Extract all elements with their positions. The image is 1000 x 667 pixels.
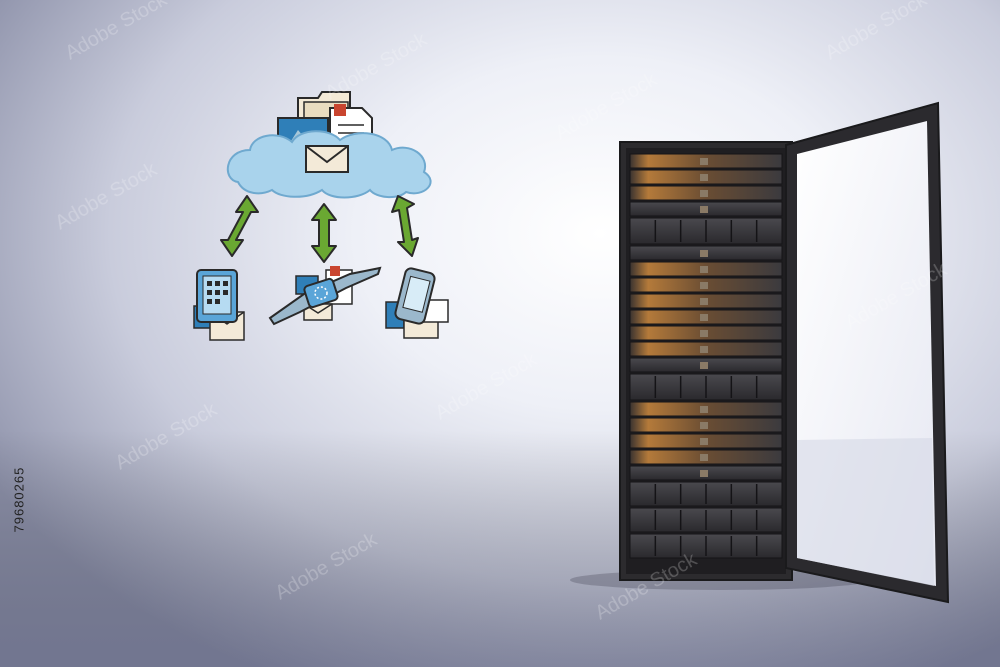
envelope-icon <box>305 145 349 173</box>
svg-text:Adobe Stock: Adobe Stock <box>62 0 172 64</box>
cloud-diagram <box>193 91 449 341</box>
rack-door[interactable] <box>785 101 950 604</box>
tablet-icon <box>193 269 245 341</box>
svg-text:Adobe Stock: Adobe Stock <box>52 158 162 234</box>
svg-text:Adobe Stock: Adobe Stock <box>822 0 932 64</box>
stock-id: 79680265 <box>11 466 27 533</box>
double-arrow-icon <box>391 195 419 257</box>
double-arrow-icon <box>220 195 259 257</box>
smartwatch-icon <box>268 266 382 326</box>
svg-text:Adobe Stock: Adobe Stock <box>552 68 662 144</box>
rack-units <box>629 153 783 559</box>
double-arrow-icon <box>311 203 337 263</box>
server-rack <box>570 141 870 590</box>
svg-text:Adobe Stock: Adobe Stock <box>432 348 542 424</box>
door-reflection <box>797 438 934 586</box>
smartphone-icon <box>385 267 449 339</box>
